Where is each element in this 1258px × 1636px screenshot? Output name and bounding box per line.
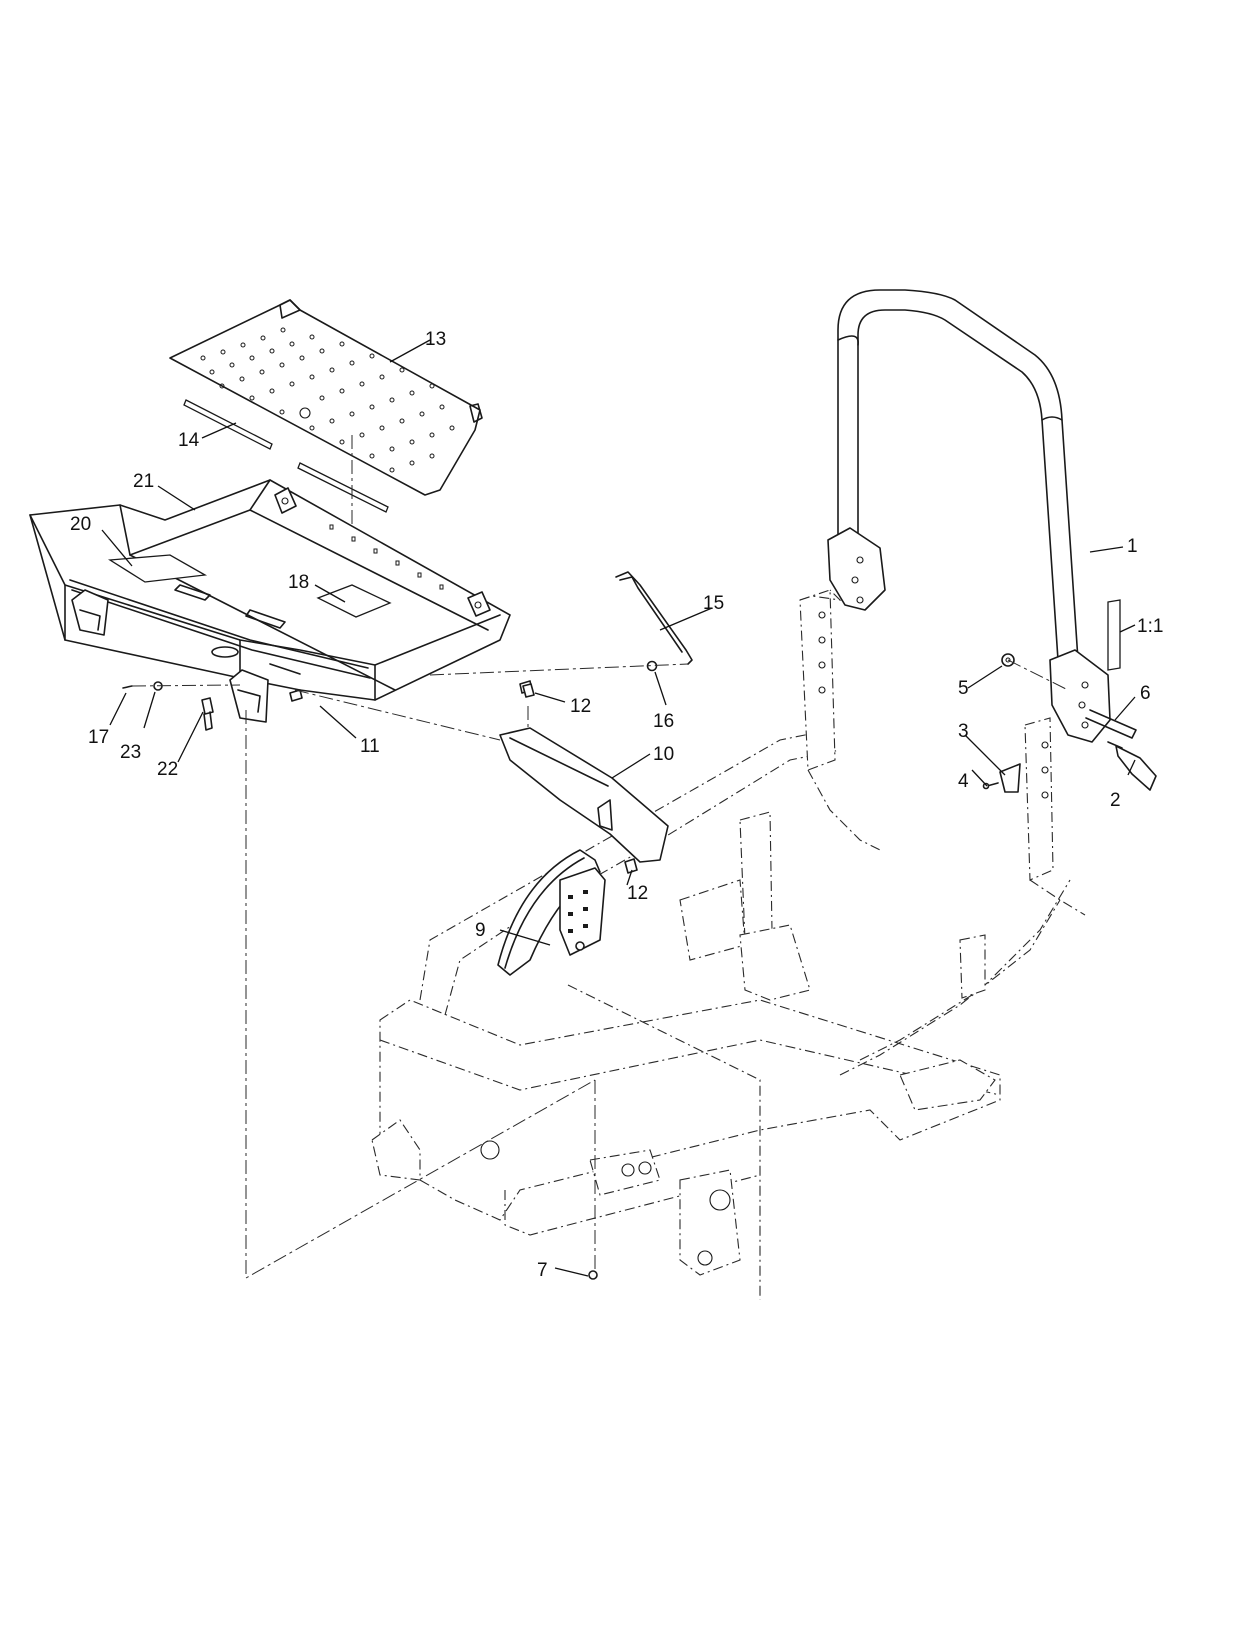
callout-16: 16 (653, 711, 674, 732)
grip-strip-left (183, 399, 273, 450)
platform-pan (29, 479, 511, 723)
callout-4: 4 (958, 771, 969, 792)
leader-lines (101, 339, 1136, 1277)
roll-bar (827, 289, 1111, 743)
callout-12-lower: 12 (627, 883, 648, 904)
callout-18: 18 (288, 572, 309, 593)
callout-21: 21 (133, 471, 154, 492)
callout-2: 2 (1110, 790, 1121, 811)
callout-13: 13 (425, 329, 446, 350)
rops-hardware (982, 653, 1157, 793)
floor-plate-holes (200, 327, 455, 473)
callout-23: 23 (120, 742, 141, 763)
pan-decal (108, 554, 208, 583)
callout-15: 15 (703, 593, 724, 614)
callout-11: 11 (360, 736, 380, 757)
callout-12-upper: 12 (570, 696, 591, 717)
callout-7: 7 (537, 1260, 548, 1281)
callout-10: 10 (653, 744, 674, 765)
callout-5: 5 (958, 678, 969, 699)
linkage-rod (429, 571, 693, 676)
pan-alignment-line (245, 710, 596, 1279)
callout-1-1: 1:1 (1137, 616, 1163, 637)
callout-6: 6 (1140, 683, 1151, 704)
callout-17: 17 (88, 727, 109, 748)
bolt-lower (624, 858, 638, 874)
main-frame-phantom (371, 589, 1086, 1300)
callout-14: 14 (178, 430, 200, 451)
callout-9: 9 (475, 920, 486, 941)
callout-20: 20 (70, 514, 91, 535)
center-decal (316, 584, 392, 618)
callout-labels: 1 1:1 2 3 4 5 6 7 9 10 11 12 12 13 14 15… (70, 329, 1163, 1281)
grip-strip-right (297, 462, 389, 513)
callout-1: 1 (1127, 536, 1138, 557)
roll-bar-decal (1107, 599, 1121, 671)
pan-to-guard-line (294, 689, 501, 741)
callout-3: 3 (958, 721, 969, 742)
nut-lower (588, 1270, 598, 1280)
side-guard (499, 706, 669, 863)
bolt-upper (522, 683, 535, 698)
callout-22: 22 (157, 759, 178, 780)
fender (497, 849, 606, 976)
floor-plate (169, 299, 483, 496)
